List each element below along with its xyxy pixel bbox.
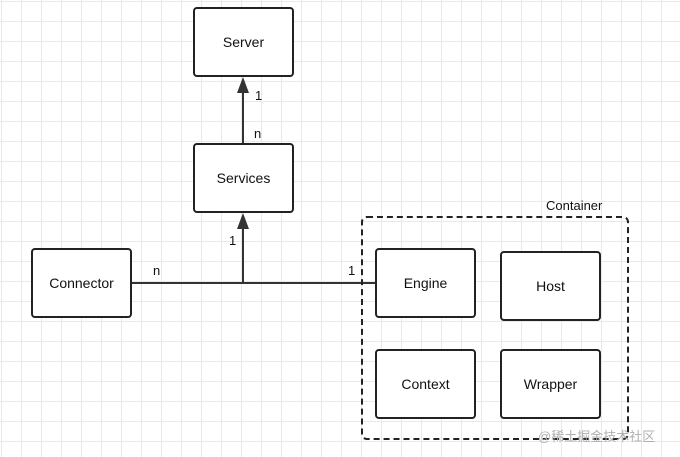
engine-multiplicity-label: 1 [348,263,356,278]
services-node: Services [193,143,294,213]
container-group [361,216,629,440]
connector-label: Connector [49,275,114,291]
services-top-multiplicity-label: n [254,126,262,141]
services-label: Services [216,170,271,186]
container-label: Container [546,198,603,213]
services-arrowhead [237,213,249,229]
context-node: Context [375,349,476,419]
services-bottom-multiplicity-label: 1 [229,233,237,248]
host-node: Host [500,251,601,321]
server-node: Server [193,7,294,77]
engine-label: Engine [403,275,448,291]
wrapper-label: Wrapper [523,376,578,392]
server-arrowhead [237,77,249,93]
watermark-text: @稀土掘金技术社区 [538,429,656,444]
host-label: Host [536,278,565,294]
server-multiplicity-label: 1 [255,88,263,103]
connector-multiplicity-label: n [153,263,161,278]
wrapper-node: Wrapper [500,349,601,419]
engine-node: Engine [375,248,476,318]
context-label: Context [401,376,450,392]
server-label: Server [222,34,265,50]
connector-node: Connector [31,248,132,318]
